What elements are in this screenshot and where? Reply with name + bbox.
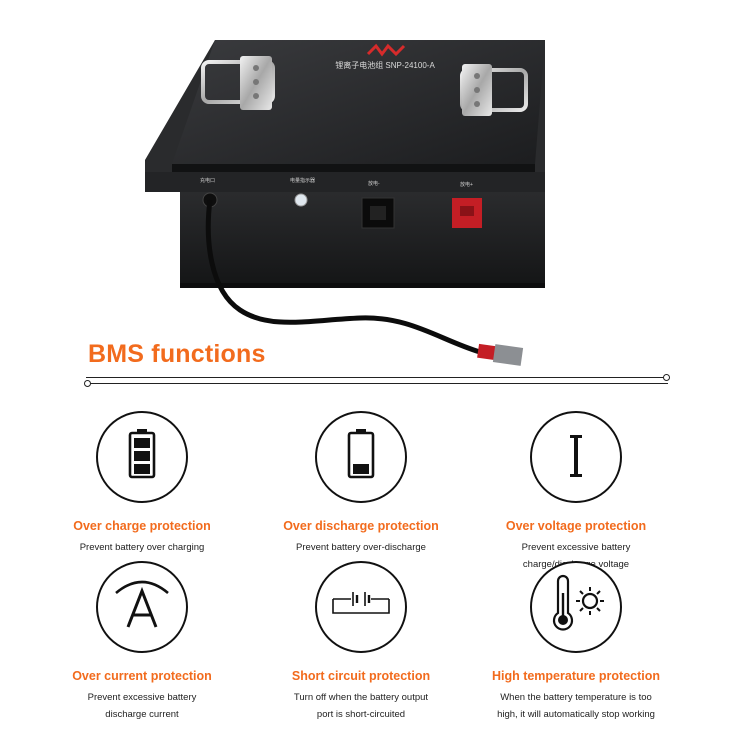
product-label: 锂离子电池组 SNP-24100-A: [335, 60, 435, 70]
feature-high-temperature: High temperature protection When the bat…: [466, 561, 686, 723]
port-label: 充电口: [200, 177, 215, 184]
feature-title: Over charge protection: [73, 519, 211, 533]
feature-title: High temperature protection: [491, 669, 661, 683]
feature-over-voltage: Over voltage protection Prevent excessiv…: [466, 411, 686, 573]
feature-title: Short circuit protection: [291, 669, 431, 683]
voltage-icon: [530, 411, 622, 503]
divider: [86, 377, 668, 378]
right-handle: [460, 64, 528, 116]
left-handle: [201, 56, 275, 110]
ammeter-icon: [96, 561, 188, 653]
feature-desc: Prevent excessive battery discharge curr…: [87, 692, 197, 720]
feature-title: Over voltage protection: [505, 519, 647, 533]
port-label: 放电-: [368, 180, 380, 187]
battery-low-icon: [315, 411, 407, 503]
feature-title: Over current protection: [72, 669, 212, 683]
feature-desc: Prevent battery over charging: [79, 542, 205, 553]
feature-desc: When the battery temperature is too high…: [497, 692, 655, 720]
divider-dot: [84, 380, 91, 387]
battery-full-icon: [96, 411, 188, 503]
feature-over-discharge: Over discharge protection Prevent batter…: [251, 411, 471, 556]
divider-dot: [663, 374, 670, 381]
section-title: BMS functions: [88, 340, 266, 368]
divider: [86, 383, 668, 384]
thermometer-sun-icon: [530, 561, 622, 653]
feature-over-charge: Over charge protection Prevent battery o…: [32, 411, 252, 556]
battery-product-image: 锂离子电池组 SNP-24100-A 充电口 电量指示器 放电- 放电+: [145, 40, 545, 366]
feature-desc: Prevent battery over-discharge: [296, 542, 426, 553]
feature-short-circuit: Short circuit protection Turn off when t…: [251, 561, 471, 723]
feature-title: Over discharge protection: [283, 519, 439, 533]
port-label: 放电+: [460, 181, 473, 188]
brand-logo-icon: [366, 43, 406, 57]
short-circuit-icon: [315, 561, 407, 653]
feature-desc: Turn off when the battery output port is…: [293, 692, 429, 720]
feature-over-current: Over current protection Prevent excessiv…: [32, 561, 252, 723]
port-label: 电量指示器: [290, 177, 315, 184]
